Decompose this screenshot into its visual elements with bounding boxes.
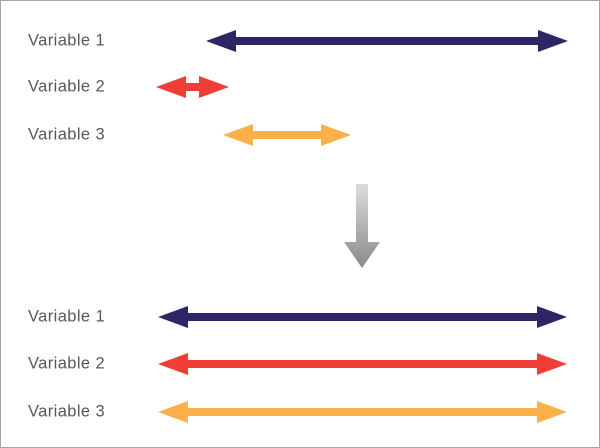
transform-down-arrow: [344, 184, 380, 268]
variable-label: Variable 3: [28, 125, 106, 144]
variable-label: Variable 2: [28, 354, 106, 373]
range-arrow: [156, 76, 229, 98]
range-arrow: [158, 306, 567, 328]
variable-label: Variable 2: [28, 77, 106, 96]
range-arrow: [206, 30, 568, 52]
range-arrow: [158, 353, 567, 375]
variable-label: Variable 1: [28, 31, 106, 50]
variable-label: Variable 1: [28, 307, 106, 326]
range-arrow: [223, 124, 351, 146]
variable-label: Variable 3: [28, 402, 106, 421]
range-arrow: [158, 401, 567, 423]
